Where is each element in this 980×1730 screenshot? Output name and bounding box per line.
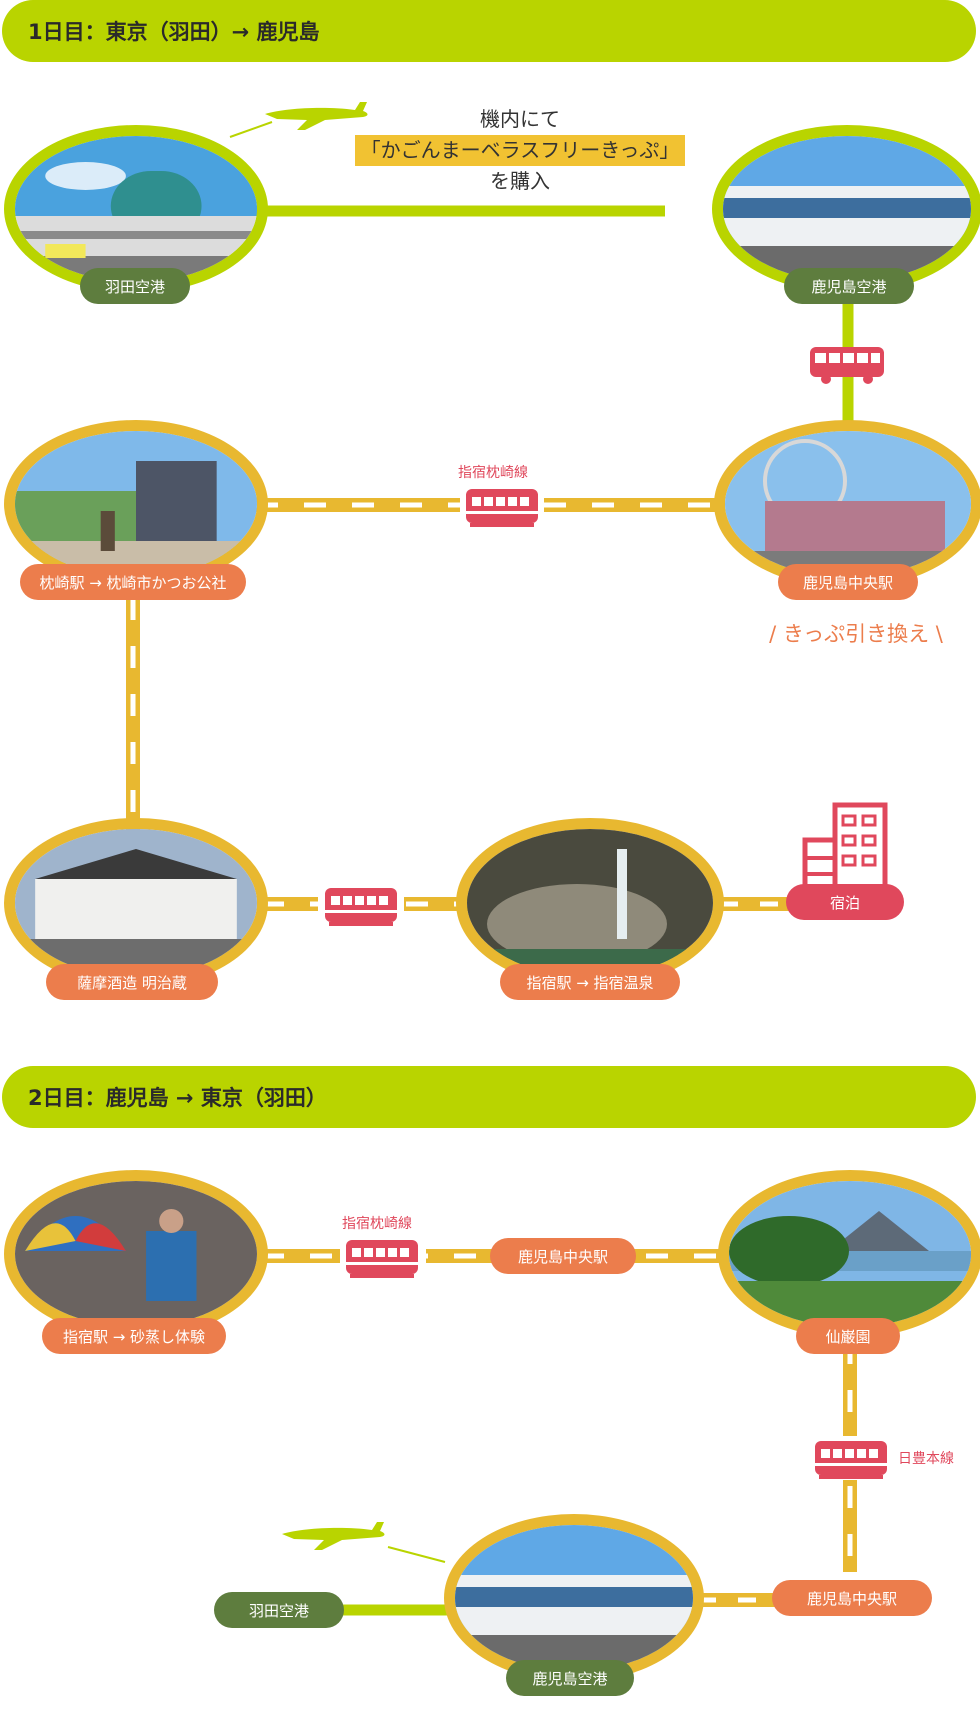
- meijigura-photo: [4, 818, 268, 988]
- haneda-airport-photo: [4, 125, 268, 293]
- ibusuki-onsen-label: 指宿駅 → 指宿温泉: [500, 964, 680, 1000]
- day2-ibusuki-makurazaki-line-label: 指宿枕崎線: [342, 1216, 412, 1232]
- ibusuki-onsen-photo: [456, 818, 724, 988]
- kagoshima-chuo-photo: [714, 420, 980, 588]
- makurazaki-photo: [4, 420, 268, 588]
- purchase-note: 機内にて 「かごんまーベラスフリーきっぷ」 を購入: [340, 104, 700, 197]
- sunamushi-label: 指宿駅 → 砂蒸し体験: [42, 1318, 226, 1354]
- meijigura-label: 薩摩酒造 明治蔵: [46, 964, 218, 1000]
- day1-title: 1日目：東京（羽田）→ 鹿児島: [28, 20, 320, 44]
- sengan-en-photo: [718, 1170, 980, 1338]
- sengan-en-label: 仙巌園: [796, 1318, 900, 1354]
- kagoshima-chuo-mid-label: 鹿児島中央駅: [490, 1238, 636, 1274]
- day2-banner: 2日目：鹿児島 → 東京（羽田）: [2, 1066, 976, 1128]
- sunamushi-photo: [4, 1170, 268, 1338]
- day2-kagoshima-chuo-label: 鹿児島中央駅: [772, 1580, 932, 1616]
- day2-kagoshima-airport-photo: [444, 1514, 704, 1682]
- day1-banner: 1日目：東京（羽田）→ 鹿児島: [2, 0, 976, 62]
- ibusuki-makurazaki-line-label: 指宿枕崎線: [458, 465, 528, 481]
- day2-kagoshima-airport-label: 鹿児島空港: [506, 1660, 634, 1696]
- makurazaki-label: 枕崎駅 → 枕崎市かつお公社: [20, 564, 246, 600]
- haneda-label: 羽田空港: [80, 268, 190, 304]
- nippo-line-label: 日豊本線: [898, 1451, 954, 1467]
- hotel-icon: [802, 802, 888, 890]
- ticket-exchange-note: / きっぷ引き換え \: [769, 622, 943, 646]
- day2-title: 2日目：鹿児島 → 東京（羽田）: [28, 1086, 327, 1110]
- day2-haneda-label: 羽田空港: [214, 1592, 344, 1628]
- kagoshima-airport-label: 鹿児島空港: [784, 268, 914, 304]
- stay-label: 宿泊: [786, 884, 904, 920]
- kagoshima-chuo-label: 鹿児島中央駅: [778, 564, 918, 600]
